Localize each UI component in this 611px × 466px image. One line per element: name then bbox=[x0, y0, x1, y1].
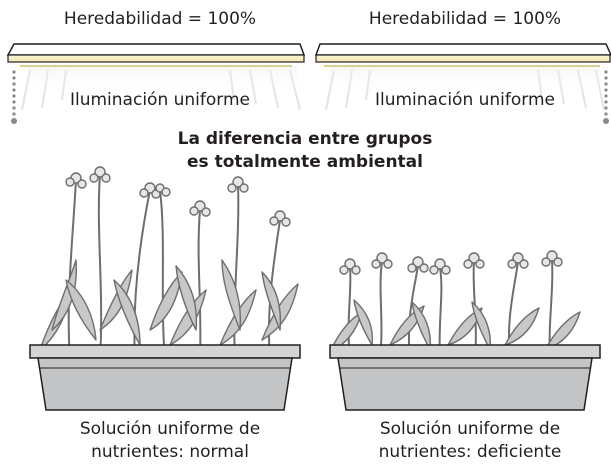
center-title: La diferencia entre grupos es totalmente… bbox=[155, 128, 455, 174]
right-plants bbox=[329, 250, 581, 361]
right-illumination-label: Iluminación uniforme bbox=[374, 90, 555, 110]
right-planter-box bbox=[329, 344, 601, 411]
left-lamp bbox=[6, 43, 306, 124]
right-flower-clusters bbox=[339, 250, 563, 275]
right-solution-line1: Solución uniforme de bbox=[379, 419, 561, 439]
right-lamp-fixture bbox=[314, 43, 611, 56]
left-plants bbox=[39, 166, 299, 361]
center-title-line2: es totalmente ambiental bbox=[187, 152, 423, 172]
left-solution-line2: nutrientes: normal bbox=[91, 442, 249, 462]
left-illumination-label: Iluminación uniforme bbox=[69, 90, 250, 110]
left-solution-line1: Solución uniforme de bbox=[79, 419, 261, 439]
right-heredability-label: Heredabilidad = 100% bbox=[368, 9, 562, 29]
left-heredability-label: Heredabilidad = 100% bbox=[63, 9, 257, 29]
right-solution-label: Solución uniforme de nutrientes: deficie… bbox=[345, 418, 595, 464]
left-lamp-fixture bbox=[6, 43, 306, 56]
right-pull-chain bbox=[603, 70, 609, 124]
center-title-line1: La diferencia entre grupos bbox=[177, 129, 433, 149]
right-solution-line2: nutrientes: deficiente bbox=[378, 442, 562, 462]
left-flower-clusters bbox=[65, 166, 291, 227]
left-pull-chain bbox=[11, 70, 17, 124]
left-solution-label: Solución uniforme de nutrientes: normal bbox=[50, 418, 290, 464]
right-lamp bbox=[314, 43, 611, 124]
left-planter-box bbox=[29, 344, 301, 411]
